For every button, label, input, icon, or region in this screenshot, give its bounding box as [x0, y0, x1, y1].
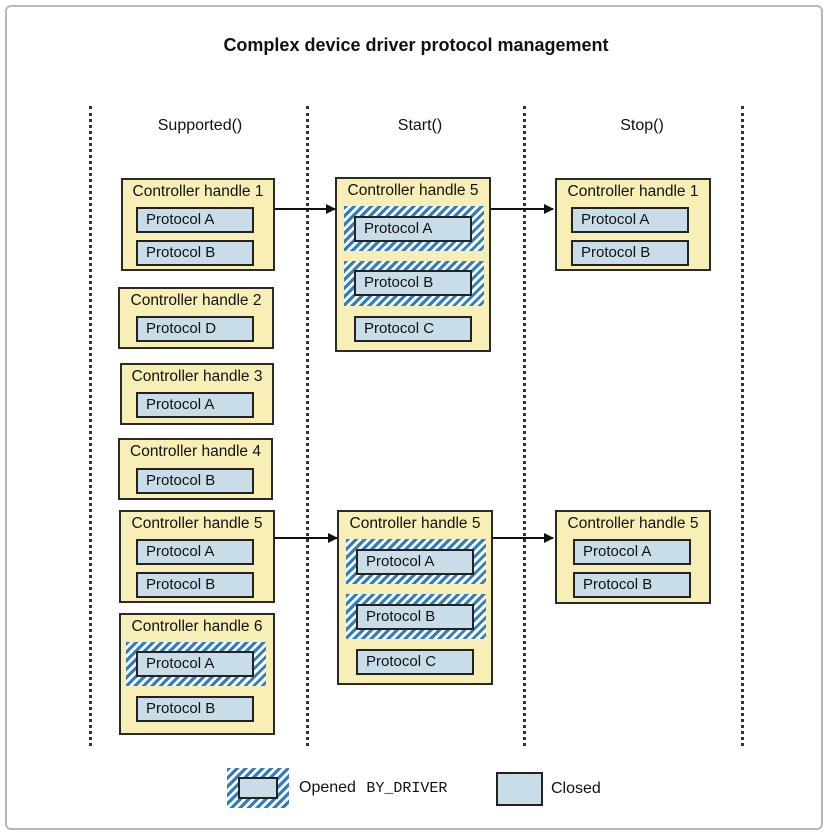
legend-closed-swatch: [496, 772, 543, 806]
controller-label: Controller handle 4: [130, 443, 261, 460]
protocol-box-opened: Protocol A: [354, 216, 472, 242]
diagram-title: Complex device driver protocol managemen…: [223, 35, 609, 55]
column-header-start: Start(): [397, 117, 443, 134]
protocol-box-closed: Protocol A: [136, 539, 254, 565]
legend-opened-swatch-box: [238, 777, 278, 799]
protocol-box-closed: Protocol A: [573, 539, 691, 565]
divider-line: [306, 106, 309, 746]
supported-controller-handle-3: Controller handle 3 Protocol A: [120, 363, 274, 425]
divider-line: [741, 106, 744, 746]
legend-opened-label: Opened BY_DRIVER: [299, 779, 447, 797]
legend-opened-word: Opened: [299, 779, 356, 796]
divider-line: [523, 106, 526, 746]
protocol-box-opened: Protocol B: [356, 604, 474, 630]
column-header-supported: Supported(): [157, 117, 243, 134]
controller-label: Controller handle 5: [567, 515, 699, 532]
controller-label: Controller handle 2: [130, 292, 262, 309]
start-controller-handle-5-bottom: Controller handle 5 Protocol A Protocol …: [337, 510, 493, 685]
protocol-box-closed: Protocol C: [356, 649, 474, 675]
supported-controller-handle-4: Controller handle 4 Protocol B: [118, 438, 273, 500]
controller-label: Controller handle 5: [349, 515, 481, 532]
protocol-box-closed: Protocol A: [136, 207, 254, 233]
protocol-box-closed: Protocol B: [136, 468, 254, 494]
column-header-stop: Stop(): [620, 117, 664, 134]
supported-controller-handle-6: Controller handle 6 Protocol A Protocol …: [119, 613, 275, 735]
protocol-box-closed: Protocol B: [136, 572, 254, 598]
protocol-box-closed: Protocol A: [571, 207, 689, 233]
protocol-box-closed: Protocol B: [573, 572, 691, 598]
stop-controller-handle-5: Controller handle 5 Protocol A Protocol …: [555, 510, 711, 604]
legend-closed-label: Closed: [551, 780, 601, 797]
stop-controller-handle-1: Controller handle 1 Protocol A Protocol …: [555, 178, 711, 271]
controller-label: Controller handle 1: [567, 183, 699, 200]
divider-line: [89, 106, 92, 746]
supported-controller-handle-1: Controller handle 1 Protocol A Protocol …: [121, 178, 275, 271]
supported-controller-handle-2: Controller handle 2 Protocol D: [118, 287, 274, 349]
controller-label: Controller handle 5: [131, 515, 263, 532]
controller-label: Controller handle 5: [347, 182, 479, 199]
protocol-box-closed: Protocol B: [571, 240, 689, 266]
protocol-box-opened: Protocol A: [356, 549, 474, 575]
legend-opened-mode: BY_DRIVER: [366, 780, 448, 797]
start-controller-handle-5-top: Controller handle 5 Protocol A Protocol …: [335, 177, 491, 352]
protocol-box-closed: Protocol A: [136, 392, 254, 418]
controller-label: Controller handle 3: [131, 368, 263, 385]
controller-label: Controller handle 6: [131, 618, 263, 635]
protocol-box-closed: Protocol C: [354, 316, 472, 342]
protocol-box-closed: Protocol B: [136, 240, 254, 266]
controller-label: Controller handle 1: [132, 183, 264, 200]
protocol-box-closed: Protocol D: [136, 316, 254, 342]
protocol-box-opened: Protocol B: [354, 270, 472, 296]
protocol-box-opened: Protocol A: [136, 651, 254, 677]
protocol-box-closed: Protocol B: [136, 696, 254, 722]
supported-controller-handle-5: Controller handle 5 Protocol A Protocol …: [119, 510, 275, 603]
